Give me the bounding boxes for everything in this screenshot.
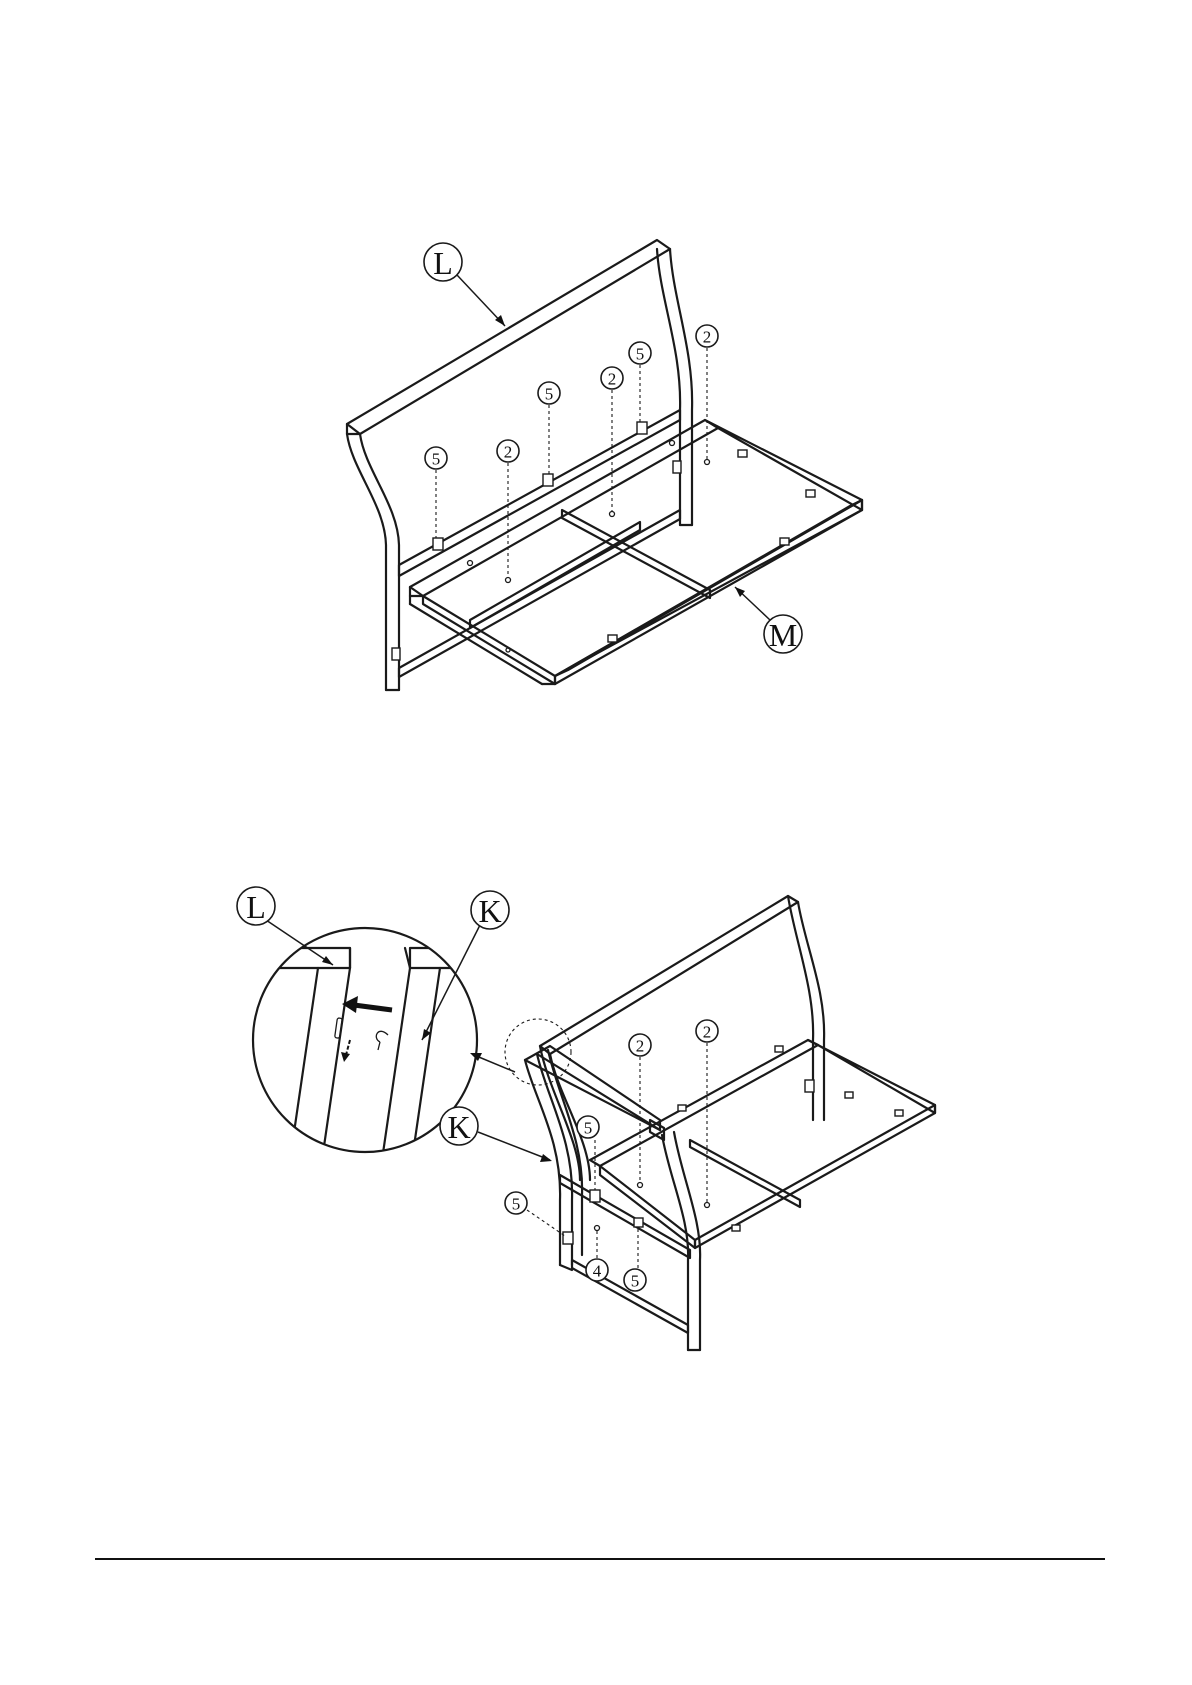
svg-text:5: 5 <box>584 1119 593 1138</box>
detail-callout-k-text: K <box>478 893 501 929</box>
hardware-bubble-9: 5 <box>577 1116 599 1138</box>
hardware-bubble-8: 2 <box>696 1020 718 1042</box>
callout-k-text: K <box>447 1109 470 1145</box>
svg-text:5: 5 <box>631 1272 640 1291</box>
svg-text:5: 5 <box>512 1195 521 1214</box>
hardware-bubble-11: 4 <box>586 1259 608 1281</box>
footer-rule <box>95 1558 1105 1560</box>
detail-callout-l: L <box>237 887 333 965</box>
hardware-bubble-7: 2 <box>629 1034 651 1056</box>
svg-text:4: 4 <box>593 1262 602 1281</box>
detail-callout-k: K <box>422 891 509 1040</box>
detail-callout-l-text: L <box>246 889 266 925</box>
svg-text:2: 2 <box>636 1037 645 1056</box>
hardware-bubble-12: 5 <box>624 1269 646 1291</box>
svg-text:2: 2 <box>703 1023 712 1042</box>
hardware-bubble-10: 5 <box>505 1192 527 1214</box>
step-2-diagram: L K <box>0 0 1192 1400</box>
callout-k: K <box>440 1107 552 1162</box>
